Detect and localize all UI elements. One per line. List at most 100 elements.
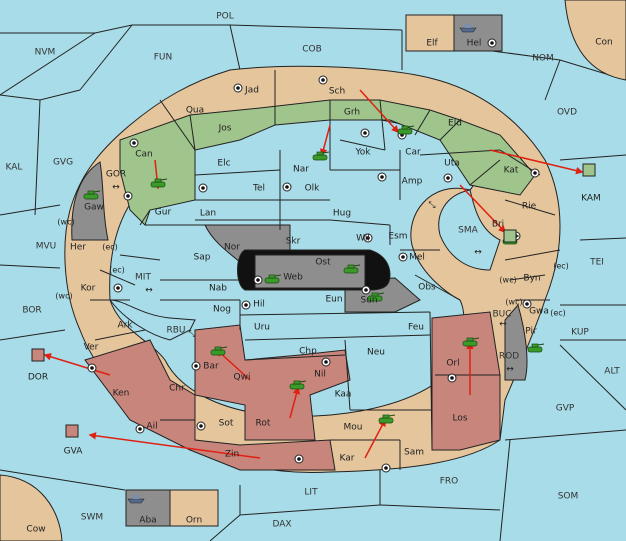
home-orn (169, 489, 219, 527)
label-gur: Gur (155, 208, 172, 218)
label-fun: FUN (154, 53, 173, 63)
supply-center-dot (324, 360, 328, 364)
sea-borders (0, 24, 626, 541)
label-nog: Nog (213, 305, 231, 315)
label-byn-wc: (wc) (499, 276, 516, 285)
arrow-kat-kam (489, 149, 584, 175)
arrow-uta-bri (459, 184, 507, 234)
icon-arrow-buc: ↔ (499, 320, 507, 330)
label-jad: Jad (244, 86, 259, 96)
supply-center-dot (490, 41, 494, 45)
label-her: Her (70, 243, 86, 253)
icon-arrow-gor: ↔ (112, 183, 120, 193)
label-gaw-wc: (wc) (57, 218, 74, 227)
army-unit-icon[interactable] (527, 343, 545, 353)
label-bar: Bar (203, 362, 219, 372)
label-ark: Ark (117, 321, 133, 331)
label-hug: Hug (333, 209, 351, 219)
label-lan: Lan (200, 209, 216, 219)
label-wil: Wil (356, 234, 370, 244)
army-unit-icon[interactable] (397, 125, 415, 135)
label-con: Con (595, 38, 613, 48)
label-qua: Qua (186, 106, 204, 116)
label-kor: Kor (81, 284, 96, 294)
army-unit-icon[interactable] (289, 380, 307, 390)
supply-center-dot (285, 185, 289, 189)
label-aba: Aba (139, 516, 156, 526)
label-gor: GOR (106, 170, 126, 180)
label-hil: Hil (253, 300, 265, 310)
army-unit-icon[interactable] (343, 264, 361, 274)
arrow-sch-car (359, 89, 400, 134)
label-kaa: Kaa (335, 390, 352, 400)
supply-center-dot (297, 457, 301, 461)
supply-center-dot (380, 175, 384, 179)
label-nab: Nab (209, 284, 227, 294)
army-unit-icon[interactable] (462, 337, 480, 347)
label-sam: Sam (404, 448, 424, 458)
supply-center-dot (236, 86, 240, 90)
arrow-zin-gva (88, 432, 261, 459)
army-unit-icon[interactable] (264, 274, 282, 284)
retreat-unit-marker[interactable] (65, 424, 79, 438)
units (31, 24, 596, 504)
label-tei: TEI (589, 258, 604, 268)
icon-arrow-mit: ↔ (145, 286, 153, 296)
arrow-kar-mou (364, 418, 386, 459)
supply-center-dot (366, 236, 370, 240)
label-zin: Zin (225, 450, 239, 460)
supply-center-dot (256, 278, 260, 282)
label-amp: Amp (402, 177, 423, 187)
label-ovd: OVD (557, 108, 577, 118)
label-feu: Feu (408, 323, 424, 333)
supply-center-dot (401, 255, 405, 259)
label-ail: Ail (146, 422, 157, 432)
supply-center-dot (138, 427, 142, 431)
supply-centers (87, 38, 540, 473)
retreat-unit-marker[interactable] (503, 229, 517, 243)
retreat-unit-marker[interactable] (31, 348, 45, 362)
label-gvg: GVG (53, 158, 73, 168)
label-swm: SWM (81, 513, 103, 523)
army-unit-icon[interactable] (150, 178, 168, 188)
green-region (119, 99, 536, 226)
label-mit: MIT (135, 273, 151, 283)
red-region-se (431, 311, 501, 451)
red-region-mid (194, 324, 351, 441)
retreat-unit-marker[interactable] (582, 163, 596, 177)
label-byn-ec: (ec) (553, 262, 569, 271)
supply-center-dot (90, 366, 94, 370)
army-unit-icon[interactable] (83, 190, 101, 200)
supply-center-dot (126, 194, 130, 198)
army-unit-icon[interactable] (378, 414, 396, 424)
fleet-unit-icon[interactable] (127, 495, 145, 504)
arrow-rot-nil (289, 386, 301, 419)
label-kup: KUP (571, 328, 589, 338)
label-fro: FRO (440, 477, 459, 487)
supply-center-dot (533, 171, 537, 175)
army-unit-icon[interactable] (312, 151, 330, 161)
label-sma: SMA (458, 226, 478, 236)
army-unit-icon[interactable] (210, 346, 228, 356)
label-yok: Yok (354, 148, 371, 158)
label-kal: KAL (6, 163, 23, 173)
label-chp: Chp (299, 347, 317, 357)
label-gwa-wc: (wc) (505, 298, 522, 307)
label-car: Car (405, 148, 421, 158)
label-gva: GVA (64, 447, 84, 457)
label-nom: NOM (532, 54, 554, 64)
label-ken: Ken (113, 389, 130, 399)
army-unit-icon[interactable] (367, 292, 385, 302)
supply-center-dot (446, 176, 450, 180)
icon-arrow-amp: ⤡ (428, 201, 435, 211)
supply-center-dot (116, 286, 120, 290)
arrow-grh-nar (319, 124, 331, 157)
label-eld: Eld (448, 119, 462, 129)
label-sap: Sap (194, 253, 211, 263)
coast-labels: (wc) (ec) (ec) (wc) (wc) (ec) (wc) (ec) … (55, 170, 568, 375)
label-alt: ALT (604, 367, 620, 377)
fleet-unit-icon[interactable] (459, 24, 477, 33)
supply-center-dot (194, 364, 198, 368)
label-mel: Mel (409, 253, 425, 263)
label-dax: DAX (272, 520, 291, 530)
